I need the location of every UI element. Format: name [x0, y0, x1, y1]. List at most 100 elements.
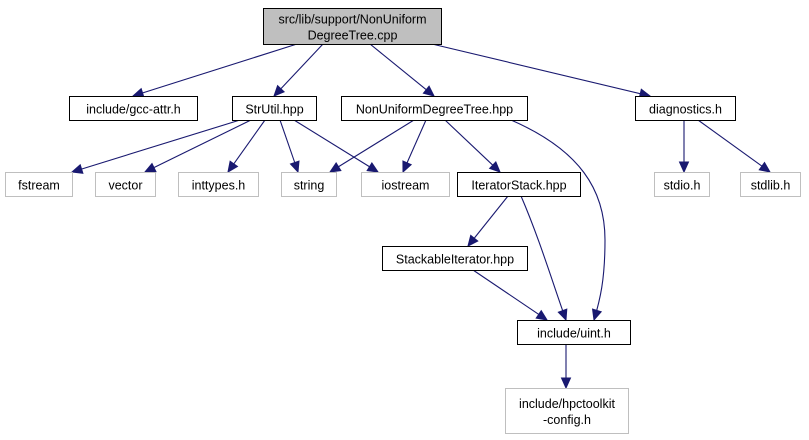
node-box	[281, 172, 337, 197]
edge-root-to-gcc_attr	[131, 43, 298, 98]
node-label: diagnostics.h	[649, 103, 722, 117]
node-label: iostream	[382, 179, 430, 193]
node-label: StackableIterator.hpp	[396, 253, 514, 267]
arrowhead-icon	[467, 234, 479, 247]
node-box	[263, 8, 442, 45]
node-gcc_attr[interactable]: include/gcc-attr.h	[69, 96, 198, 121]
edge-strutil-to-inttypes	[227, 119, 266, 173]
node-string: string	[281, 172, 337, 197]
edge-line	[697, 119, 764, 168]
node-label: StrUtil.hpp	[245, 103, 303, 117]
edge-line	[337, 119, 415, 168]
node-box	[341, 96, 528, 121]
edge-root-to-strutil	[273, 43, 324, 97]
node-label: -config.h	[543, 413, 591, 427]
node-label: NonUniformDegreeTree.hpp	[356, 103, 513, 117]
node-box	[505, 388, 629, 434]
edge-strutil-to-vector	[143, 119, 252, 173]
edge-diagnostics-to-stdio	[678, 120, 690, 174]
edge-stackiter-to-uint	[472, 269, 549, 321]
arrowhead-icon	[678, 161, 690, 174]
edge-line	[141, 43, 298, 94]
node-label: IteratorStack.hpp	[471, 179, 566, 193]
edge-root-to-diagnostics	[431, 43, 652, 99]
node-iterstack[interactable]: IteratorStack.hpp	[457, 172, 581, 197]
node-vector: vector	[95, 172, 156, 197]
edge-uint-to-hpcconfig	[560, 344, 572, 390]
node-box	[95, 172, 156, 197]
node-hpcconfig: include/hpctoolkit -config.h	[505, 388, 629, 434]
node-stdlib: stdlib.h	[740, 172, 801, 197]
edge-iterstack-to-uint	[520, 195, 568, 322]
edge-line	[520, 195, 567, 321]
edge-iterstack-to-stackiter	[467, 195, 509, 247]
node-nudt_hpp[interactable]: NonUniformDegreeTree.hpp	[341, 96, 528, 121]
edge-line	[510, 119, 606, 321]
edge-line	[431, 43, 642, 95]
edge-nudt_hpp-to-iostream	[402, 119, 427, 174]
node-label: inttypes.h	[192, 179, 246, 193]
arrowhead-icon	[143, 162, 157, 173]
edge-line	[472, 269, 540, 316]
node-stdio: stdio.h	[654, 172, 710, 197]
node-label: include/uint.h	[537, 327, 611, 341]
node-uint[interactable]: include/uint.h	[517, 320, 631, 345]
edge-line	[232, 119, 266, 165]
arrowhead-icon	[557, 308, 568, 322]
edge-line	[369, 43, 428, 91]
node-root[interactable]: src/lib/support/NonUniformDegreeTree.cpp	[263, 8, 442, 45]
node-label: DegreeTree.cpp	[308, 29, 398, 43]
edge-line	[444, 119, 494, 167]
node-box	[517, 320, 631, 345]
arrowhead-icon	[70, 163, 84, 174]
edge-line	[473, 195, 509, 240]
node-fstream: fstream	[5, 172, 73, 197]
node-label: vector	[108, 179, 142, 193]
arrowhead-icon	[289, 160, 300, 174]
edge-nudt_hpp-to-iterstack	[444, 119, 501, 173]
arrowhead-icon	[273, 84, 286, 97]
node-box	[178, 172, 259, 197]
node-label: src/lib/support/NonUniform	[279, 13, 427, 27]
node-label: stdio.h	[664, 179, 701, 193]
edge-nudt_hpp-to-string	[328, 119, 415, 173]
node-stackiter[interactable]: StackableIterator.hpp	[382, 246, 528, 271]
edge-line	[80, 119, 241, 170]
arrowhead-icon	[131, 87, 145, 98]
node-iostream: iostream	[361, 172, 450, 197]
edge-root-to-nudt_hpp	[369, 43, 435, 97]
node-box	[635, 96, 736, 121]
node-box	[232, 96, 317, 121]
node-box	[5, 172, 73, 197]
edge-line	[152, 119, 252, 169]
nodes-layer: src/lib/support/NonUniformDegreeTree.cpp…	[5, 8, 801, 434]
node-box	[69, 96, 198, 121]
arrowhead-icon	[488, 160, 501, 173]
node-box	[457, 172, 581, 197]
arrowhead-icon	[422, 85, 435, 97]
edge-strutil-to-fstream	[70, 119, 241, 174]
arrowhead-icon	[227, 160, 239, 173]
edge-nudt_hpp-to-uint	[510, 119, 606, 322]
node-label: include/gcc-attr.h	[86, 103, 181, 117]
edge-line	[279, 119, 296, 164]
node-label: fstream	[18, 179, 60, 193]
arrowhead-icon	[758, 161, 771, 173]
node-box	[740, 172, 801, 197]
edge-line	[293, 119, 371, 168]
node-label: string	[294, 179, 325, 193]
arrowhead-icon	[535, 309, 549, 321]
node-strutil[interactable]: StrUtil.hpp	[232, 96, 317, 121]
arrowhead-icon	[591, 308, 603, 322]
node-label: include/hpctoolkit	[519, 397, 615, 411]
node-inttypes: inttypes.h	[178, 172, 259, 197]
edge-diagnostics-to-stdlib	[697, 119, 771, 173]
node-label: stdlib.h	[751, 179, 791, 193]
arrowhead-icon	[560, 377, 572, 390]
arrowhead-icon	[402, 160, 413, 174]
edge-line	[406, 119, 427, 164]
node-diagnostics[interactable]: diagnostics.h	[635, 96, 736, 121]
edge-line	[279, 43, 324, 90]
arrowhead-icon	[366, 161, 380, 173]
